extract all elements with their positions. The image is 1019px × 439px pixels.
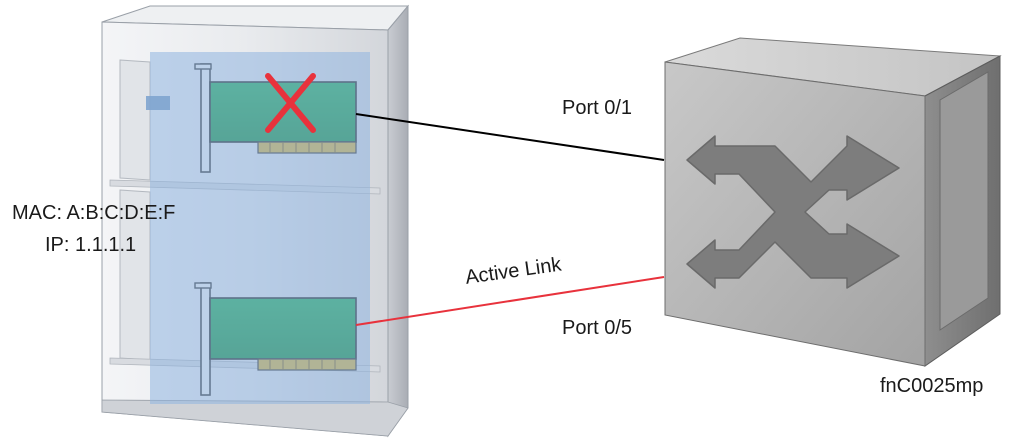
port-top-label: Port 0/1 — [562, 97, 633, 119]
mac-address-label: MAC: A:B:C:D:E:F — [12, 203, 175, 223]
port-bottom-label: Port 0/5 — [562, 317, 633, 339]
server-highlight-overlay — [150, 52, 370, 404]
ip-key: IP: — [45, 234, 70, 256]
drive-bay-indicator — [146, 96, 170, 110]
ip-address-label: IP: 1.1.1.1 — [45, 235, 136, 255]
figure-id-label: fnC0025mp — [880, 375, 984, 397]
ip-value: 1.1.1.1 — [75, 234, 137, 256]
mac-key: MAC: — [12, 202, 62, 224]
network-switch — [664, 37, 1002, 367]
failed-link-line — [355, 113, 665, 161]
active-link-line — [355, 276, 665, 326]
red-x-icon — [265, 73, 316, 133]
switch-crossed-arrows-icon — [686, 135, 900, 289]
mac-value: A:B:C:D:E:F — [66, 202, 176, 224]
